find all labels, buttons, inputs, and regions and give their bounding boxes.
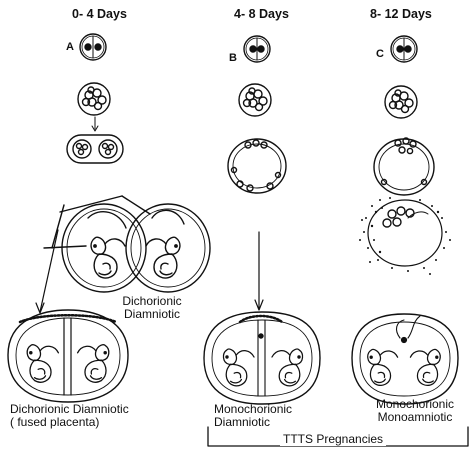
stage-c-two-cell: [390, 35, 418, 63]
placenta-pointer-lines: [35, 195, 151, 314]
label-dichorionic-diamniotic-upper: Dichorionic Diamniotic: [104, 295, 200, 321]
header-0-4-days: 0- 4 Days: [72, 7, 127, 21]
header-4-8-days: 4- 8 Days: [234, 7, 289, 21]
label-line: Dichorionic Diamniotic: [10, 402, 129, 416]
label-line: Diamniotic: [214, 415, 271, 429]
ttts-bracket: [207, 426, 469, 447]
split-morulae: [66, 134, 124, 164]
dichorionic-fused-sac: [7, 309, 129, 403]
header-8-12-days: 8- 12 Days: [370, 7, 432, 21]
label-dichorionic-fused: Dichorionic Diamniotic ( fused placenta): [10, 403, 129, 429]
dichorionic-separate-sacs: [61, 203, 211, 293]
monochorionic-diamniotic-sac: [203, 311, 321, 405]
stage-b-two-cell: [243, 35, 271, 63]
label-line: Monochorionic: [375, 397, 455, 411]
monochorionic-monoamniotic-sac: [351, 313, 459, 405]
morula-3: [384, 85, 418, 119]
label-line: Dichorionic: [122, 294, 182, 308]
stage-letter-b: B: [229, 52, 237, 64]
label-line: ( fused placenta): [10, 415, 100, 429]
morula-2: [238, 83, 272, 117]
label-line: Monoamniotic: [377, 410, 453, 424]
blastocyst-2: [227, 138, 287, 194]
stage-letter-a: A: [66, 41, 74, 53]
blastocyst-3: [373, 137, 435, 196]
stage-a-two-cell: [79, 33, 107, 61]
label-line: Monochorionic: [214, 402, 293, 416]
label-monochorionic-monoamniotic: Monochorionic Monoamniotic: [360, 398, 470, 424]
implanting-blastocyst: [359, 197, 451, 275]
label-monochorionic-diamniotic: Monochorionic Diamniotic: [214, 403, 292, 429]
stage-letter-c: C: [376, 48, 384, 60]
morula-1: [77, 82, 111, 116]
ttts-pregnancies-label: TTTS Pregnancies: [280, 433, 387, 446]
label-line: Diamniotic: [123, 307, 180, 321]
